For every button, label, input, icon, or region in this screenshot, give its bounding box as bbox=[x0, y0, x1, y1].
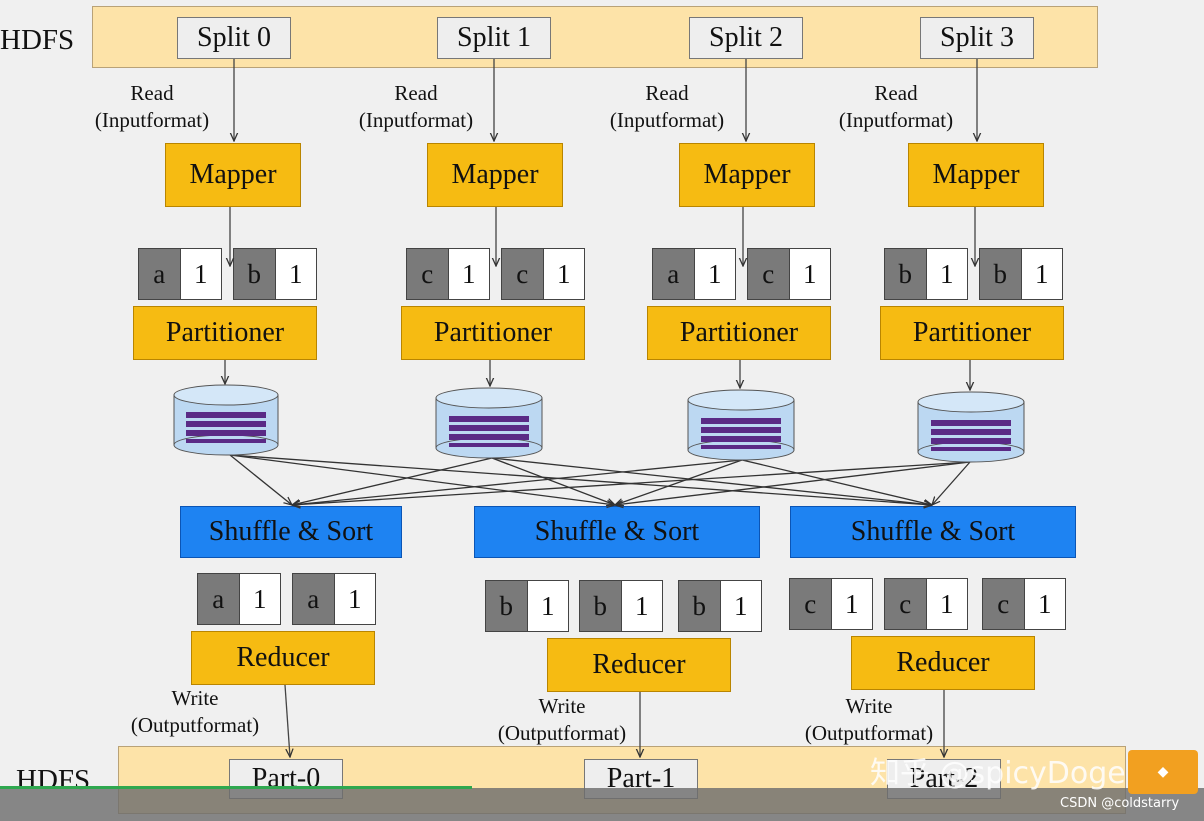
shuffle-sort-0: Shuffle & Sort bbox=[180, 506, 402, 558]
csdn-credit: CSDN @coldstarry bbox=[1060, 796, 1180, 811]
mapper-2: Mapper bbox=[679, 143, 815, 207]
reducer-0: Reducer bbox=[191, 631, 375, 685]
split-1: Split 1 bbox=[437, 17, 551, 59]
reducer-2: Reducer bbox=[851, 636, 1035, 690]
partitioner-3: Partitioner bbox=[880, 306, 1064, 360]
split-2: Split 2 bbox=[689, 17, 803, 59]
shuffle-sort-1: Shuffle & Sort bbox=[474, 506, 760, 558]
read-label-2: Read (Inputformat) bbox=[609, 81, 725, 133]
hdfs-top-label: HDFS bbox=[0, 24, 75, 56]
read-label-3: Read (Inputformat) bbox=[838, 81, 954, 133]
reducer-1: Reducer bbox=[547, 638, 731, 692]
video-progress-bar[interactable] bbox=[0, 786, 472, 789]
mapper-0: Mapper bbox=[165, 143, 301, 207]
write-label-0: Write (Outputformat) bbox=[130, 686, 260, 738]
disk-0 bbox=[173, 384, 279, 456]
disk-2 bbox=[687, 389, 795, 461]
corner-logo-icon: ◆ bbox=[1128, 750, 1198, 794]
mapper-1: Mapper bbox=[427, 143, 563, 207]
write-label-2: Write (Outputformat) bbox=[804, 694, 934, 746]
write-label-1: Write (Outputformat) bbox=[497, 694, 627, 746]
mapper-3: Mapper bbox=[908, 143, 1044, 207]
partitioner-2: Partitioner bbox=[647, 306, 831, 360]
partitioner-0: Partitioner bbox=[133, 306, 317, 360]
read-label-0: Read (Inputformat) bbox=[94, 81, 210, 133]
video-control-strip bbox=[0, 788, 1204, 821]
split-3: Split 3 bbox=[920, 17, 1034, 59]
disk-1 bbox=[435, 387, 543, 459]
split-0: Split 0 bbox=[177, 17, 291, 59]
watermark: 知乎 @spicyDoge bbox=[870, 756, 1126, 791]
read-label-1: Read (Inputformat) bbox=[358, 81, 474, 133]
shuffle-sort-2: Shuffle & Sort bbox=[790, 506, 1076, 558]
partitioner-1: Partitioner bbox=[401, 306, 585, 360]
disk-3 bbox=[917, 391, 1025, 463]
